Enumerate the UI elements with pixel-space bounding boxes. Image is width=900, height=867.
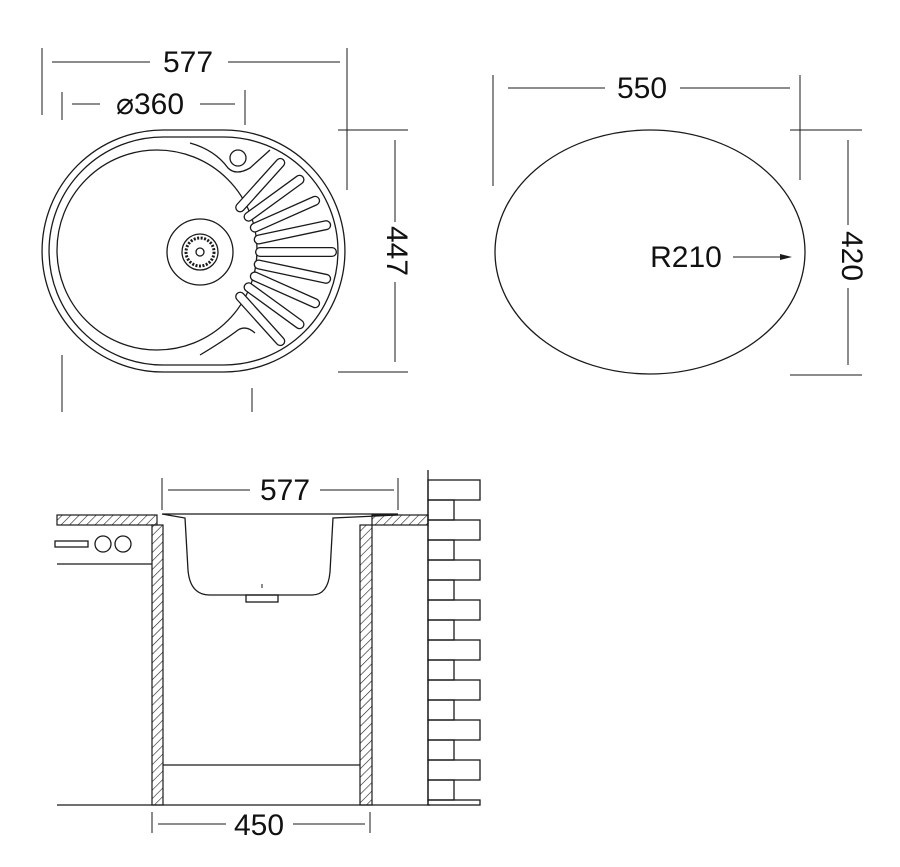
brick bbox=[427, 619, 455, 641]
cabinet-wall-left bbox=[151, 524, 164, 806]
dim-radius-r210: R210 bbox=[650, 241, 722, 274]
drainer-rib bbox=[251, 272, 319, 307]
drainer-rib bbox=[251, 197, 319, 232]
dim-sink-width-577: 577 bbox=[260, 474, 310, 507]
drainer-top-edge bbox=[189, 142, 271, 173]
dim-cabinet-width-450: 450 bbox=[234, 809, 284, 842]
brick bbox=[427, 759, 481, 781]
brick bbox=[427, 539, 455, 561]
brick bbox=[427, 559, 481, 581]
drainer-rib bbox=[254, 260, 330, 283]
oven-knob bbox=[94, 535, 112, 553]
dim-cutout-width-550: 550 bbox=[617, 72, 667, 105]
oven-knob bbox=[114, 535, 132, 553]
brick bbox=[427, 799, 481, 806]
drainer-rib bbox=[244, 283, 304, 328]
dim-width-577: 577 bbox=[163, 46, 213, 79]
drain-center bbox=[195, 247, 205, 257]
drainer-ribs bbox=[235, 157, 337, 347]
cabinet-wall-right bbox=[359, 524, 373, 806]
drain bbox=[166, 218, 234, 286]
brick bbox=[427, 639, 481, 661]
brick bbox=[427, 679, 481, 701]
sink-inner-outline bbox=[48, 136, 339, 366]
drainer-rib bbox=[236, 159, 284, 212]
drainer-rib bbox=[244, 176, 304, 221]
sink-outer-outline bbox=[41, 129, 346, 373]
sink-top-view: 577 ⌀360 447 bbox=[41, 46, 413, 412]
brick bbox=[427, 479, 481, 501]
sink-drain-profile bbox=[245, 594, 279, 603]
countertop-right bbox=[371, 514, 429, 526]
dim-depth-447: 447 bbox=[380, 226, 413, 276]
brick bbox=[427, 499, 455, 521]
dim-bowl-diameter: ⌀360 bbox=[116, 88, 184, 121]
arrow-head-icon bbox=[780, 254, 792, 260]
drain-slots bbox=[184, 236, 216, 268]
brick bbox=[427, 519, 481, 541]
brick bbox=[427, 699, 455, 721]
installation-side-view: 577 450 bbox=[54, 470, 481, 842]
bowl-circle bbox=[56, 149, 258, 351]
brick bbox=[427, 779, 455, 801]
overflow-hole bbox=[229, 149, 247, 167]
drainer-bottom-edge bbox=[199, 327, 256, 356]
cutout-outline bbox=[494, 129, 806, 375]
brick bbox=[427, 739, 455, 761]
drainer-rib bbox=[236, 292, 284, 345]
brick bbox=[427, 579, 455, 601]
oven-handle bbox=[54, 540, 89, 548]
drain-outer-ring bbox=[166, 218, 234, 286]
brick bbox=[427, 599, 481, 621]
cutout-template-view: 550 R210 420 bbox=[492, 72, 868, 376]
drain-strainer bbox=[181, 233, 219, 271]
drainer-rib bbox=[254, 221, 330, 244]
dim-cutout-height-420: 420 bbox=[835, 231, 868, 281]
brick bbox=[427, 659, 455, 681]
brick bbox=[427, 719, 481, 741]
brick-wall bbox=[427, 470, 481, 806]
countertop-left bbox=[56, 514, 158, 526]
